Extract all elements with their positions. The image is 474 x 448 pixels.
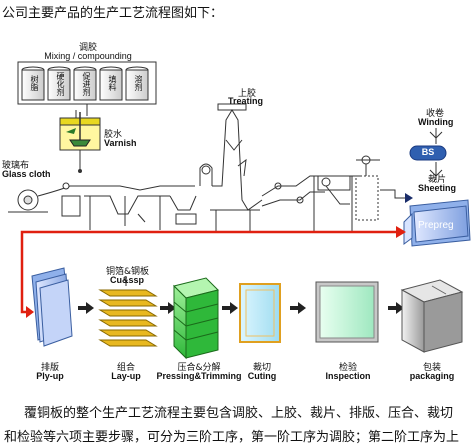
footer-line-2: 和检验等六项主要步骤，可分为三阶工序，第一阶工序为调胶；第二阶工序为上 <box>4 430 460 445</box>
tank-1 <box>21 66 45 101</box>
tank-label-1: 树脂 <box>30 75 39 91</box>
layup-stack <box>98 289 158 347</box>
treating-label-cn: 上胶 <box>238 89 257 99</box>
winding-label-cn: 收卷 <box>426 109 445 119</box>
glass-cloth-label-cn: 玻璃布 <box>2 161 30 171</box>
step-3-label-cn: 压合&分解 <box>177 363 221 373</box>
bs-tag: BS <box>421 147 435 157</box>
mixing-tanks <box>17 61 157 116</box>
sheeting-label-en: Sheeting <box>418 183 457 193</box>
step-2-label-cn: 组合 <box>116 363 135 373</box>
package-box <box>400 279 464 353</box>
press-stack <box>173 277 219 360</box>
plyup-stack <box>31 267 73 347</box>
arrow-2 <box>168 302 176 314</box>
inspect-board <box>315 281 379 343</box>
glass-cloth-roll <box>8 182 84 217</box>
mixing-label-cn: 调胶 <box>78 43 97 53</box>
mixing-label-en: Mixing / compounding <box>44 51 132 61</box>
step-2-label-en: Lay-up <box>111 371 141 381</box>
tank-label-3: 促进剂 <box>82 72 91 96</box>
step-1-label-en: Ply-up <box>36 371 64 381</box>
treating-label-en: Treating <box>228 96 264 106</box>
step-5-label-en: Inspection <box>325 371 371 381</box>
tank-2 <box>47 66 71 101</box>
arrow-4 <box>298 302 306 314</box>
flow-arrow <box>20 226 406 318</box>
step-4-label-cn: 裁切 <box>252 363 271 373</box>
tank-label-4: 填料 <box>108 75 117 91</box>
winding-group <box>380 128 447 203</box>
prepreg-label: Prepreg <box>418 220 454 231</box>
footer-line-1: 覆铜板的整个生产工艺流程主要包含调胶、上胶、裁片、排版、压合、裁切 <box>24 406 454 421</box>
tank-label-2: 硬化剂 <box>56 72 65 96</box>
tank-4 <box>99 66 123 101</box>
sheeting-label-cn: 裁片 <box>428 175 447 185</box>
step-1-label-cn: 排版 <box>40 363 59 373</box>
varnish-vessel <box>59 110 101 173</box>
treating-machine <box>80 103 380 233</box>
step-5-label-cn: 检验 <box>338 363 357 373</box>
step-3-label-en: Pressing&Trimming <box>156 371 242 381</box>
step-6-label-cn: 包装 <box>422 363 441 373</box>
cut-board <box>239 283 281 343</box>
winding-label-en: Winding <box>418 117 454 127</box>
arrow-3 <box>230 302 238 314</box>
prepreg-stack <box>403 199 471 247</box>
varnish-label-en: Varnish <box>104 138 137 148</box>
step-6-label-en: packaging <box>409 371 455 381</box>
copper-label-cn: 铜箔&钢板 <box>106 267 150 277</box>
glass-cloth-label-en: Glass cloth <box>2 169 51 179</box>
arrow-1 <box>86 302 94 314</box>
tank-3 <box>73 66 97 101</box>
step-4-label-en: Cuting <box>247 371 277 381</box>
tank-5 <box>125 66 149 101</box>
intro-text: 公司主要产品的生产工艺流程图如下： <box>2 6 224 21</box>
copper-label-en: Cu&ssp <box>110 275 145 285</box>
tank-label-5: 溶剂 <box>134 75 143 91</box>
arrow-5 <box>396 302 404 314</box>
varnish-label-cn: 胶水 <box>104 130 123 140</box>
